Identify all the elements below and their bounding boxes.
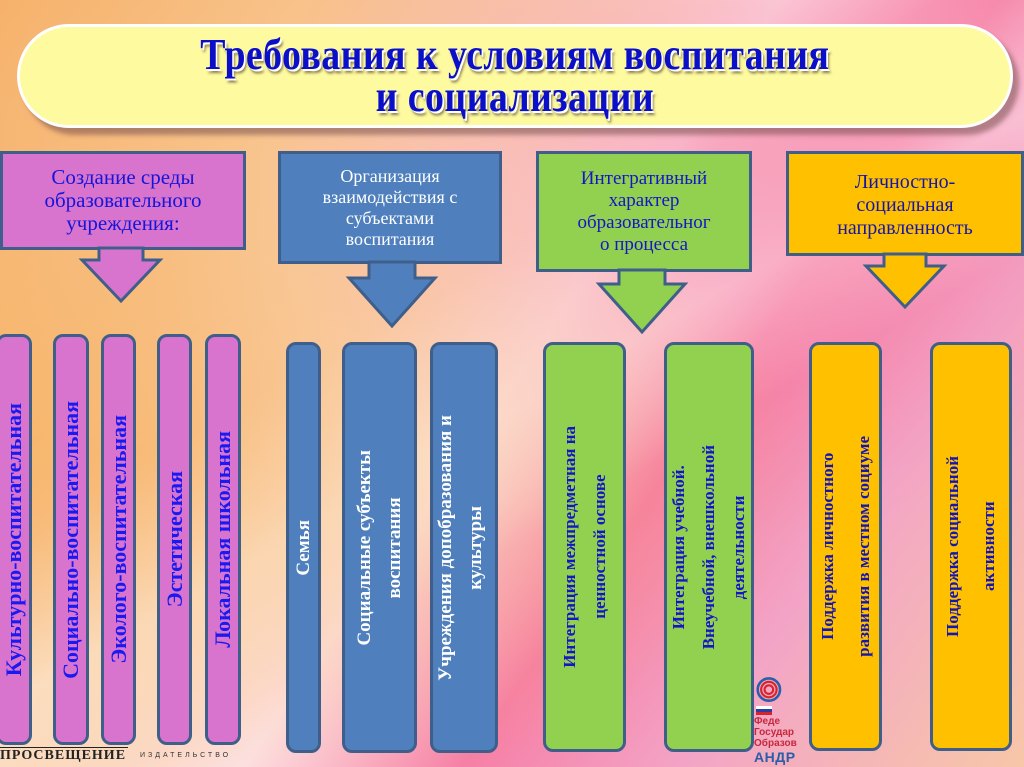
item-social-subjects: Социальные субъекты воспитания xyxy=(342,342,417,753)
header-line: воспитания xyxy=(345,228,435,249)
arrow-down-icon xyxy=(78,246,164,304)
header-line: о процесса xyxy=(599,233,689,255)
federal-text-line: Образов xyxy=(754,738,797,749)
item-text: культуры xyxy=(465,505,486,590)
item-family: Семья xyxy=(286,342,321,753)
page-title-line-2: и социализации xyxy=(375,72,655,121)
item-activity-integration: Интеграция учебной. Внеучебной, внешколь… xyxy=(664,342,754,752)
header-line: субъектами xyxy=(345,207,435,228)
header-line: Создание среды xyxy=(51,165,195,189)
item-text: Поддержка личностного xyxy=(817,452,837,641)
item-text: Учреждения допобразования и xyxy=(435,414,456,681)
item-text: развития в местном социуме xyxy=(853,436,873,657)
logo-andr: АНДР xyxy=(754,749,796,765)
item-text: ценностной основе xyxy=(589,474,609,620)
item-local-school: Локальная школьная xyxy=(205,334,241,745)
arrow-down-icon xyxy=(862,252,948,310)
emblem-icon xyxy=(756,677,782,702)
item-text: Эколого-воспитательная xyxy=(105,415,131,664)
item-interdisciplinary-integration: Интеграция межпредметная на ценностной о… xyxy=(543,342,626,752)
header-environment: Создание среды образовательного учрежден… xyxy=(0,151,246,250)
arrow-down-icon xyxy=(345,260,439,329)
item-text: Поддержка социальной xyxy=(943,456,962,637)
item-text: Семья xyxy=(292,519,314,576)
federal-text: Феде Государ Образов xyxy=(754,716,797,749)
item-text: Социально-воспитательная xyxy=(58,400,83,679)
federal-text-line: Феде xyxy=(754,716,781,727)
header-line: направленность xyxy=(837,217,973,239)
item-social-educational: Социально-воспитательная xyxy=(53,334,89,745)
page-title-line-1: Требования к условиям воспитания xyxy=(200,30,830,79)
flag-icon xyxy=(756,706,772,715)
header-interaction: Организация взаимодействия с субъектами … xyxy=(278,151,502,264)
item-text: Локальная школьная xyxy=(210,431,235,648)
item-institutions: Учреждения допобразования и культуры xyxy=(430,342,498,753)
header-line: Организация xyxy=(340,165,440,186)
item-text: Интеграция учебной. xyxy=(669,464,688,630)
header-line: учреждения: xyxy=(66,211,180,235)
header-personal-social: Личностно- социальная направленность xyxy=(786,151,1024,256)
title-banner: Требования к условиям воспитания и социа… xyxy=(17,24,1013,128)
item-personal-development: Поддержка личностного развития в местном… xyxy=(809,342,882,751)
item-text: Социальные субъекты xyxy=(353,449,375,646)
item-eco-educational: Эколого-воспитательная xyxy=(101,334,136,745)
item-text: воспитания xyxy=(383,496,405,599)
item-aesthetic: Эстетическая xyxy=(157,334,192,745)
logo-subtitle: ИЗДАТЕЛЬСТВО xyxy=(140,752,232,759)
header-line: образовательног xyxy=(577,211,711,233)
arrow-down-icon xyxy=(595,268,689,335)
item-text: активности xyxy=(979,501,998,592)
header-integrative: Интегративный характер образовательног о… xyxy=(536,151,752,272)
federal-logo: Феде Государ Образов АНДР xyxy=(754,676,810,767)
header-line: образовательного xyxy=(44,188,202,212)
header-line: характер xyxy=(608,189,680,211)
item-text: Эстетическая xyxy=(161,471,187,608)
header-line: Личностно- xyxy=(854,171,956,193)
item-text: Культурно-воспитательная xyxy=(1,402,26,677)
item-cultural-educational: Культурно-воспитательная xyxy=(0,334,32,745)
item-text: Внеучебной, внешкольной xyxy=(699,444,718,650)
item-social-activity: Поддержка социальной активности xyxy=(930,342,1012,751)
header-line: Интегративный xyxy=(580,167,708,189)
publisher-logo: ПРОСВЕЩЕНИЕ ИЗДАТЕЛЬСТВО xyxy=(0,746,280,767)
header-line: взаимодействия с xyxy=(322,186,458,207)
federal-text-line: Государ xyxy=(754,727,795,738)
item-text: Интеграция межпредметная на xyxy=(559,426,579,668)
item-text: деятельности xyxy=(729,495,748,599)
logo-name: ПРОСВЕЩЕНИЕ xyxy=(0,748,127,763)
header-line: социальная xyxy=(856,194,954,216)
